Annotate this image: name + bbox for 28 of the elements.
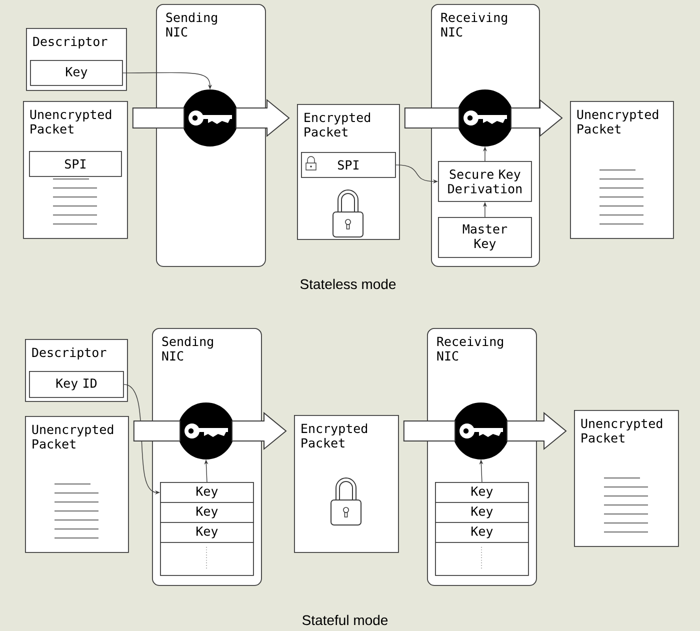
key-table-row: Key (435, 502, 529, 523)
packet-box: Unencrypted Packet (25, 416, 129, 553)
spi-field: SPI (29, 151, 122, 177)
process-box: Master Key (438, 217, 532, 258)
key-table-row: Key (160, 482, 254, 503)
packet-box: Unencrypted Packet (574, 410, 679, 547)
key-table-row: Key (160, 502, 254, 523)
block-arrow (510, 98, 563, 138)
key-field: Key (30, 60, 123, 86)
caption-text: Stateful mode (302, 614, 388, 626)
block-arrow (506, 412, 567, 450)
process-box: Secure Key Derivation (438, 161, 532, 202)
packet-box: Encrypted Packet (294, 415, 399, 553)
key-id-field: Key ID (29, 371, 124, 398)
caption-text: Stateless mode (300, 278, 396, 290)
block-arrow (404, 108, 460, 128)
block-arrow (403, 420, 456, 442)
key-table-row: Key (435, 482, 529, 503)
key-table-row (435, 542, 529, 576)
packet-box: Unencrypted Packet (570, 101, 674, 239)
block-arrow (132, 108, 184, 128)
key-table-row: Key (435, 522, 529, 543)
block-arrow (236, 98, 290, 138)
block-arrow (133, 420, 180, 442)
spi-field: SPI (301, 152, 396, 178)
block-arrow (232, 412, 287, 450)
key-table-row: Key (160, 522, 254, 543)
key-table-row (160, 542, 254, 576)
